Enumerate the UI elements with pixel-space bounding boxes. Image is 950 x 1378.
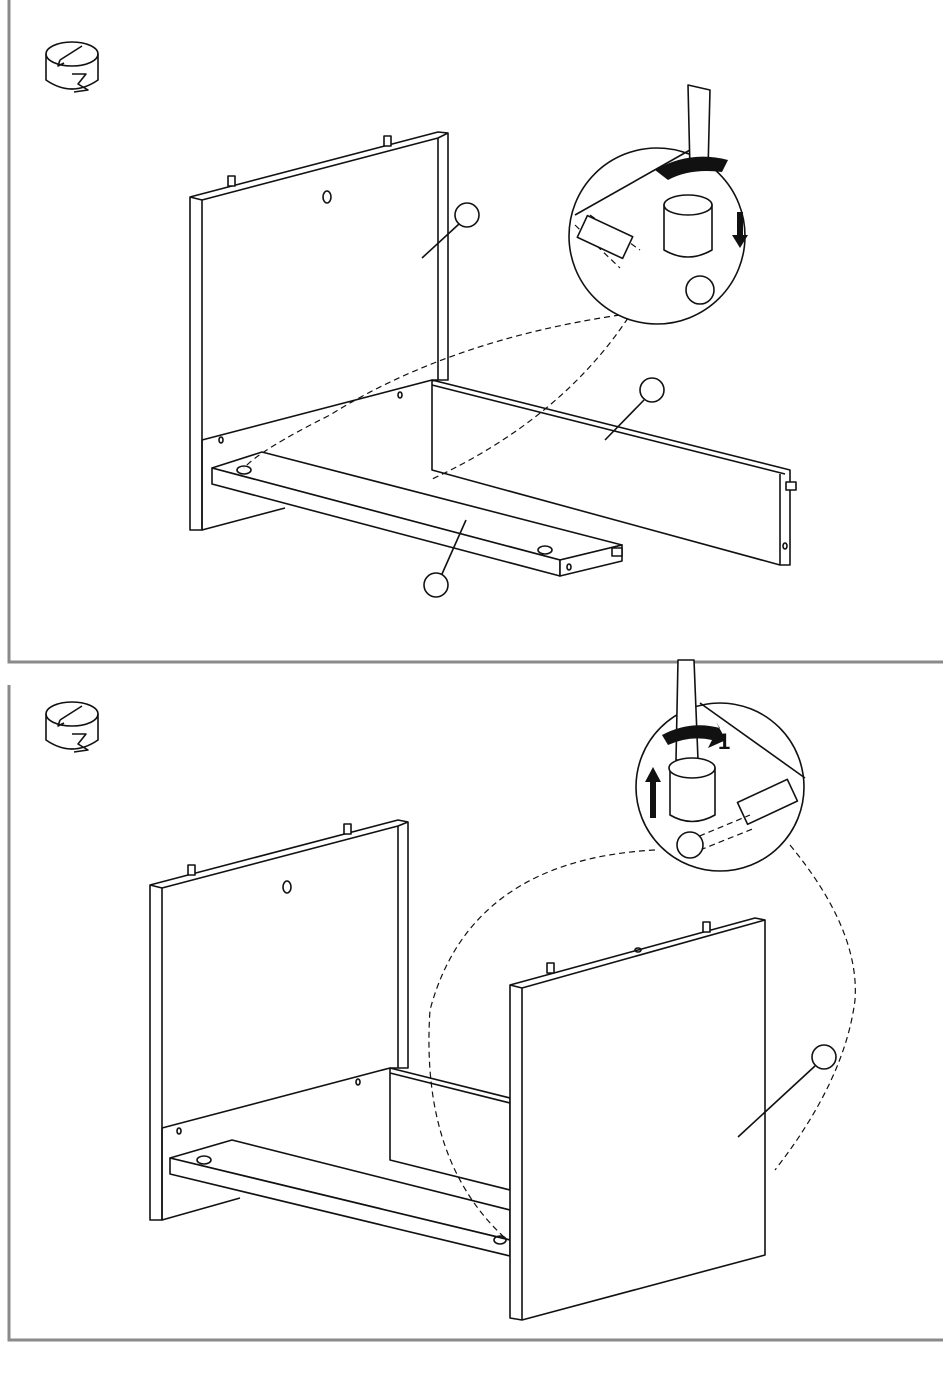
direction-arrow-icon — [732, 212, 748, 248]
detail-magnifier-1 — [568, 84, 748, 325]
detail-guide-line — [774, 844, 856, 1171]
back-panel-2 — [149, 819, 409, 1221]
direction-arrow-icon — [645, 767, 661, 818]
part-callout — [639, 377, 665, 403]
part-callout — [811, 1044, 837, 1070]
detail-magnifier-2 — [635, 659, 806, 872]
bottom-board-1 — [211, 451, 623, 577]
callout-leaders-2 — [737, 1044, 837, 1138]
panel-frame-2 — [7, 685, 943, 1342]
screwdriver-icon — [675, 659, 699, 761]
side-panel-2 — [509, 917, 766, 1321]
rotation-step-label: 1 — [718, 729, 731, 754]
detail-guide-line — [429, 317, 629, 481]
detail-guide-line — [428, 849, 656, 1239]
cam-lock-icon — [45, 701, 99, 753]
part-callout — [423, 572, 449, 598]
panel-frame-1 — [7, 0, 943, 664]
front-rail-2 — [389, 1067, 511, 1191]
part-callout — [454, 202, 480, 228]
callout-leaders-1 — [421, 202, 665, 598]
bottom-board-2 — [169, 1139, 511, 1257]
rotate-arrow-icon — [655, 156, 728, 180]
cam-lock-icon — [45, 41, 99, 93]
front-rail-1 — [431, 379, 797, 566]
detail-guide-line — [243, 314, 621, 469]
rotate-arrow-icon — [662, 722, 726, 748]
